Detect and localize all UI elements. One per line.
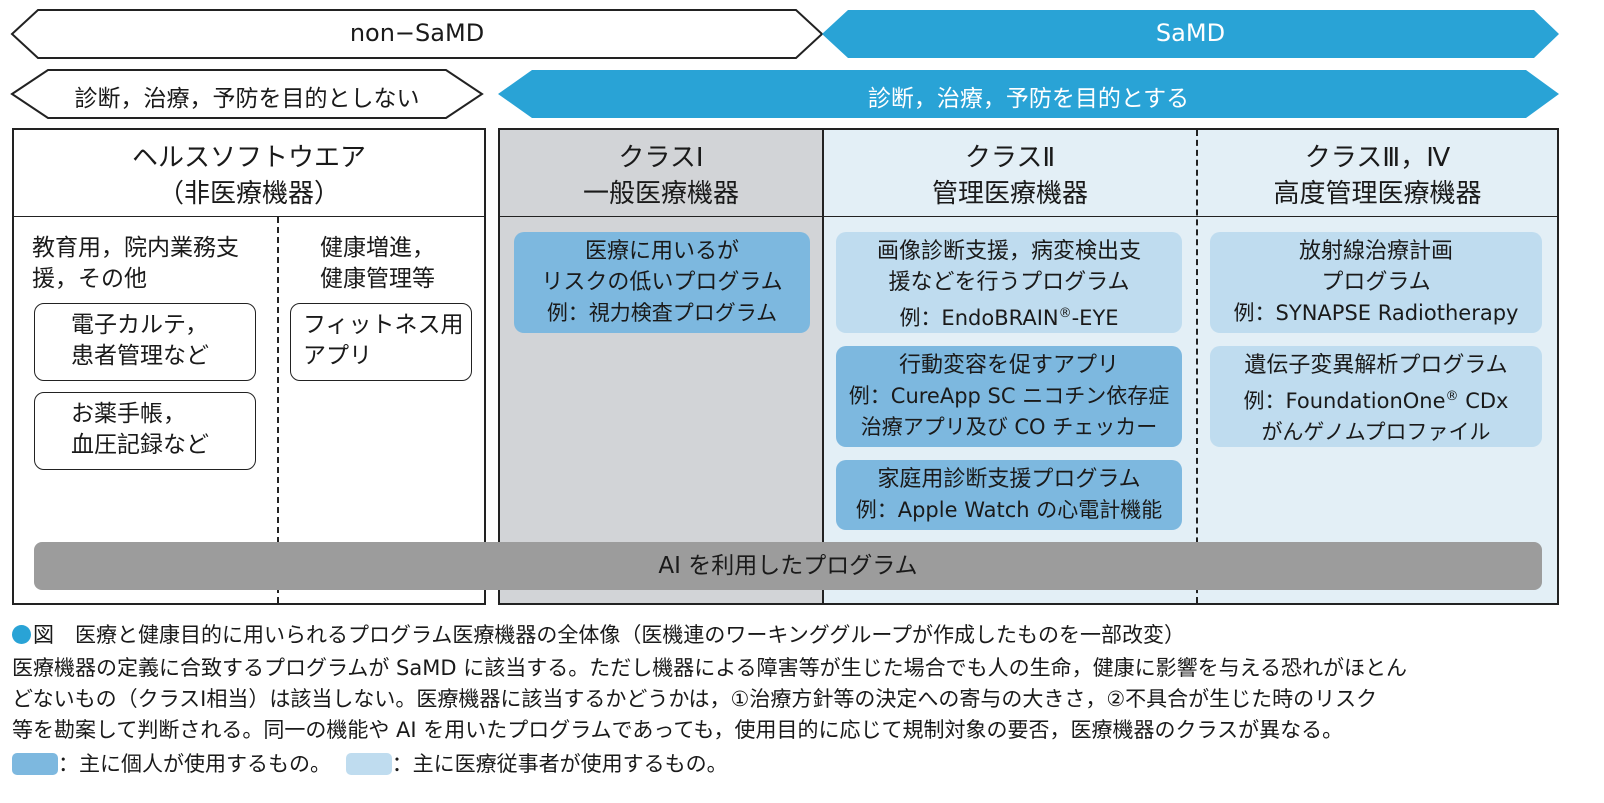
class2-item1-example-text: 例：EndoBRAIN xyxy=(899,306,1059,330)
ehr-box-line2: 患者管理など xyxy=(71,343,209,369)
class2-item1-line1: 画像診断支援，病変検出支 xyxy=(876,239,1141,264)
fitness-app-box: フィットネス用 アプリ xyxy=(290,303,472,381)
class34-item2-example-line2: がんゲノムプロファイル xyxy=(1261,420,1491,444)
caption-line-1: 医療機器の定義に合致するプログラムが SaMD に該当する。ただし機器による障害… xyxy=(12,656,1407,680)
col1-heading: 教育用，院内業務支 援，その他 xyxy=(32,233,239,295)
class1-low-risk-program: 医療に用いるが リスクの低いプログラム 例：視力検査プログラム xyxy=(514,232,810,333)
registered-mark: ® xyxy=(1058,306,1072,321)
figure-caption-title: 図 医療と健康目的に用いられるプログラム医療機器の全体像（医機連のワーキンググル… xyxy=(12,621,1185,649)
class1-item-line1: 医療に用いるが xyxy=(584,239,739,264)
health-software-divider xyxy=(14,216,484,217)
col1-heading-line2: 援，その他 xyxy=(32,266,147,292)
class2-image-diagnosis-program: 画像診断支援，病変検出支 援などを行うプログラム 例：EndoBRAIN®-EY… xyxy=(836,232,1182,333)
caption-line-2: どないもの（クラスⅠ相当）は該当しない。医療機器に該当するかどうかは，①治療方針… xyxy=(12,687,1378,711)
class2-title-line2: 管理医療機器 xyxy=(931,179,1088,209)
legend-swatch-dark xyxy=(12,753,58,775)
fitness-box-line1: フィットネス用 xyxy=(303,312,464,338)
class2-title-line1: クラスⅡ xyxy=(964,143,1056,173)
samd-arrow xyxy=(822,10,1559,58)
registered-mark: ® xyxy=(1445,389,1459,404)
fitness-box-line2: アプリ xyxy=(303,343,372,369)
class2-item3-example: 例：Apple Watch の心電計機能 xyxy=(855,498,1163,522)
caption-line-3: 等を勘案して判断される。同一の機能や AI を用いたプログラムであっても，使用目… xyxy=(12,718,1344,742)
class2-item3-line1: 家庭用診断支援プログラム xyxy=(877,467,1141,492)
health-software-title-line2: （非医療機器） xyxy=(157,179,340,209)
not-purpose-label: 診断，治療，予防を目的としない xyxy=(74,86,420,112)
class1-item-example: 例：視力検査プログラム xyxy=(546,301,778,325)
col2-heading: 健康増進， 健康管理等 xyxy=(320,233,435,295)
health-software-title-line1: ヘルスソフトウエア xyxy=(131,143,366,173)
class-header-divider xyxy=(500,216,1557,217)
class2-item1-example: 例：EndoBRAIN®-EYE xyxy=(836,298,1182,334)
class34-item1-example: 例：SYNAPSE Radiotherapy xyxy=(1233,301,1519,325)
legend-light-label: ：主に医療従事者が使用するもの。 xyxy=(391,752,728,776)
ehr-box-line1: 電子カルテ， xyxy=(71,312,209,338)
ai-program-label: AI を利用したプログラム xyxy=(658,553,918,579)
caption-title-text: 図 医療と健康目的に用いられるプログラム医療機器の全体像（医機連のワーキンググル… xyxy=(33,623,1186,647)
class34-title-line2: 高度管理医療機器 xyxy=(1273,179,1482,209)
medication-box-line1: お薬手帳， xyxy=(71,401,186,427)
class34-item1-line2: プログラム xyxy=(1321,270,1431,295)
class2-item2-example-line2: 治療アプリ及び CO チェッカー xyxy=(860,415,1158,439)
caption-legend: ：主に個人が使用するもの。 ：主に医療従事者が使用するもの。 xyxy=(12,750,728,778)
class34-item2-line1: 遺伝子変異解析プログラム xyxy=(1244,353,1508,378)
caption-bullet xyxy=(12,625,31,644)
class2-item1-example-tail: -EYE xyxy=(1071,306,1119,330)
not-purpose-arrow xyxy=(10,69,484,119)
class1-background xyxy=(500,130,822,603)
class34-item2-example-text: 例：FoundationOne xyxy=(1243,389,1446,413)
class34-title: クラスⅢ，Ⅳ 高度管理医療機器 xyxy=(1198,140,1557,212)
col2-heading-line1: 健康増進， xyxy=(320,235,435,261)
class2-title: クラスⅡ 管理医療機器 xyxy=(824,140,1196,212)
non-samd-label: non−SaMD xyxy=(349,19,485,47)
purpose-arrow xyxy=(498,70,1559,118)
class1-class2-divider xyxy=(822,130,824,603)
legend-swatch-light xyxy=(345,753,392,775)
class1-title: クラスⅠ 一般医療機器 xyxy=(500,140,822,212)
class1-title-line1: クラスⅠ xyxy=(618,143,704,173)
class1-item-line2: リスクの低いプログラム xyxy=(541,270,783,295)
class2-item2-example-line1: 例：CureApp SC ニコチン依存症 xyxy=(848,384,1170,408)
ai-program-bar: AI を利用したプログラム xyxy=(34,542,1542,590)
class34-gene-mutation-program: 遺伝子変異解析プログラム 例：FoundationOne® CDx がんゲノムプ… xyxy=(1210,346,1542,447)
class34-title-line1: クラスⅢ，Ⅳ xyxy=(1304,143,1451,173)
class34-item1-line1: 放射線治療計画 xyxy=(1298,239,1453,264)
medication-box-line2: 血圧記録など xyxy=(71,432,209,458)
class2-item1-line2: 援などを行うプログラム xyxy=(888,270,1130,295)
health-software-title: ヘルスソフトウエア （非医療機器） xyxy=(14,140,484,212)
class34-item2-example-tail: CDx xyxy=(1458,389,1509,413)
col1-heading-line1: 教育用，院内業務支 xyxy=(32,235,239,261)
class2-item2-line1: 行動変容を促すアプリ xyxy=(898,353,1119,378)
class34-item2-example: 例：FoundationOne® CDx xyxy=(1210,381,1542,417)
medication-notebook-box: お薬手帳， 血圧記録など xyxy=(34,392,256,470)
class34-radiotherapy-planning-program: 放射線治療計画 プログラム 例：SYNAPSE Radiotherapy xyxy=(1210,232,1542,333)
samd-label: SaMD xyxy=(1155,19,1226,47)
class2-behavior-change-app: 行動変容を促すアプリ 例：CureApp SC ニコチン依存症 治療アプリ及び … xyxy=(836,346,1182,447)
health-software-column-divider xyxy=(277,217,279,603)
legend-dark-label: ：主に個人が使用するもの。 xyxy=(58,752,331,776)
class2-class34-divider xyxy=(1196,130,1198,603)
col2-heading-line2: 健康管理等 xyxy=(320,266,435,292)
class2-home-diagnosis-program: 家庭用診断支援プログラム 例：Apple Watch の心電計機能 xyxy=(836,460,1182,530)
purpose-label: 診断，治療，予防を目的とする xyxy=(867,86,1190,112)
arrows-graphic xyxy=(10,9,1559,119)
class1-title-line2: 一般医療機器 xyxy=(582,179,739,209)
ehr-box: 電子カルテ， 患者管理など xyxy=(34,303,256,381)
